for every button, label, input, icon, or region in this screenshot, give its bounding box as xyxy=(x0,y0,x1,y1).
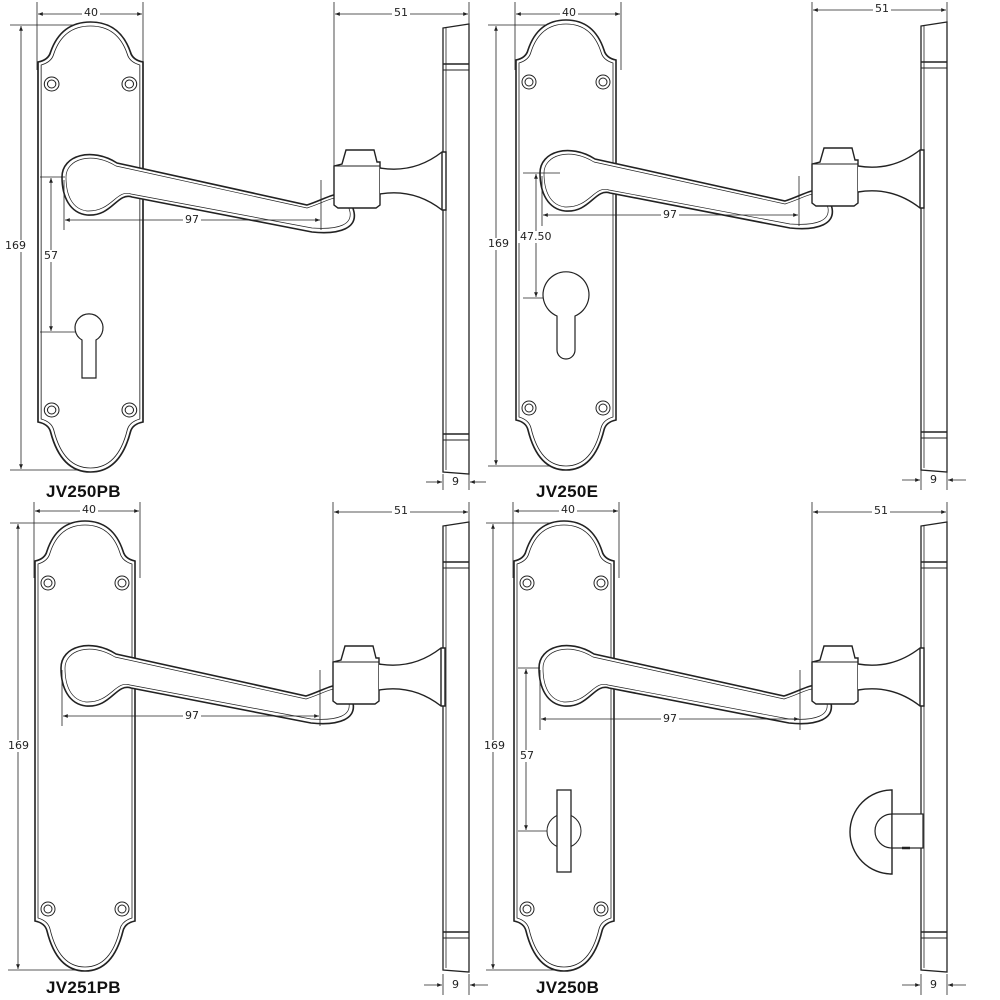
dim-height: 169 xyxy=(482,739,507,752)
dim-height: 169 xyxy=(6,739,31,752)
dim-width: 40 xyxy=(559,503,577,516)
dim-side-depth: 51 xyxy=(392,6,410,19)
dim-lever-projection: 97 xyxy=(661,208,679,221)
dim-height: 169 xyxy=(486,237,511,250)
dim-lever-projection: 97 xyxy=(661,712,679,725)
dim-plate-thickness: 9 xyxy=(450,475,461,488)
model-label: JV250E xyxy=(536,482,599,501)
jv251pb-drawing xyxy=(8,502,488,995)
panel-jv251pb: 40 169 97 51 9 JV251PB xyxy=(0,500,500,1000)
panel-jv250e: 40 169 97 47.50 51 9 JV250E xyxy=(478,0,978,501)
jv250pb-drawing xyxy=(10,2,486,490)
panel-jv250pb: 40 169 97 57 51 9 JV250PB xyxy=(0,0,500,501)
model-label: JV250PB xyxy=(46,482,121,501)
dim-height: 169 xyxy=(3,239,28,252)
dim-width: 40 xyxy=(80,503,98,516)
dim-width: 40 xyxy=(560,6,578,19)
panel-jv250b: 40 169 97 57 51 9 JV250B xyxy=(478,500,978,1000)
dim-backset-to-lock: 57 xyxy=(42,249,60,262)
dim-side-depth: 51 xyxy=(872,504,890,517)
model-label: JV251PB xyxy=(46,978,121,997)
dim-plate-thickness: 9 xyxy=(450,978,461,991)
dim-plate-thickness: 9 xyxy=(928,978,939,991)
dim-lever-projection: 97 xyxy=(183,213,201,226)
dim-backset-to-lock: 47.50 xyxy=(518,230,554,243)
jv250e-drawing xyxy=(488,2,966,490)
dim-backset-to-lock: 57 xyxy=(518,749,536,762)
dim-lever-projection: 97 xyxy=(183,709,201,722)
dim-side-depth: 51 xyxy=(873,2,891,15)
jv250b-drawing xyxy=(486,502,966,995)
dim-side-depth: 51 xyxy=(392,504,410,517)
dim-width: 40 xyxy=(82,6,100,19)
dim-plate-thickness: 9 xyxy=(928,473,939,486)
model-label: JV250B xyxy=(536,978,600,997)
